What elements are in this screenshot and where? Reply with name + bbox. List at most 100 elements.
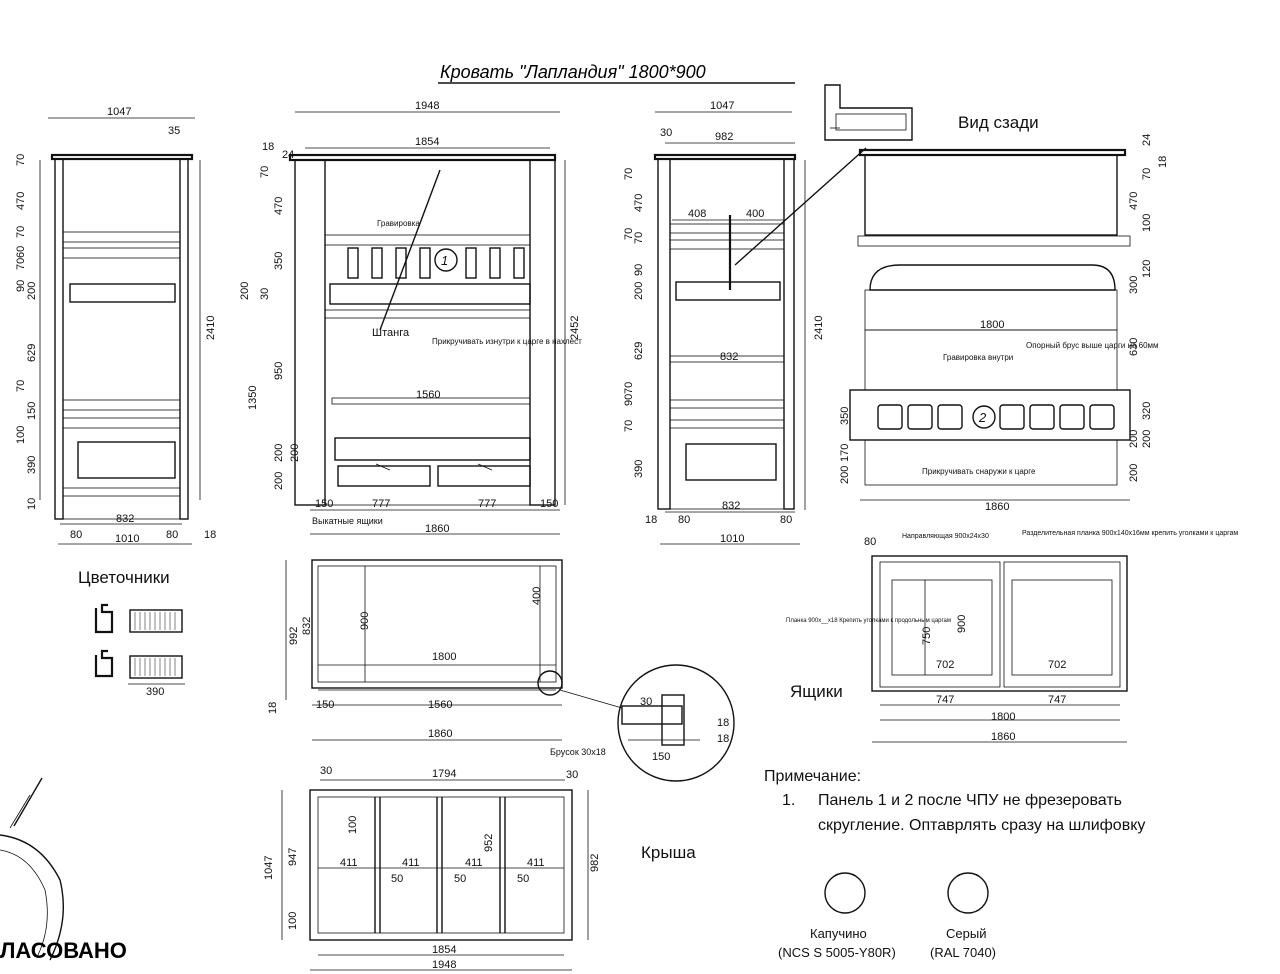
- dim-h100a: 100: [347, 816, 359, 834]
- panel-2-label: 2: [978, 410, 987, 425]
- dim-side: 200: [273, 472, 285, 490]
- view-side: 1047 30 982 408 400 832 70 470 70 70 90 …: [623, 100, 825, 545]
- panel-1-label: 1: [441, 253, 448, 268]
- notes: Примечание: 1. Панель 1 и 2 после ЧПУ не…: [764, 768, 1145, 834]
- dim-side: 90: [633, 264, 645, 276]
- dim-width-inner: 982: [715, 131, 733, 143]
- dim-side: 70: [623, 420, 635, 432]
- label-engraving: Гравировка: [377, 219, 420, 228]
- label-planters: Цветочники: [78, 568, 170, 587]
- dim-top-offset: 30: [660, 127, 672, 139]
- dim-w408: 408: [688, 208, 706, 220]
- label-bar: Брусок 30х18: [550, 747, 606, 757]
- dim-cell: 411: [402, 857, 420, 869]
- dim-w1948: 1948: [432, 959, 456, 971]
- dim-w30b: 30: [566, 769, 578, 781]
- label-fasten-outside: Прикручивать снаружи к царге: [922, 467, 1036, 476]
- dim-w400: 400: [746, 208, 764, 220]
- note-line-2: скругление. Оптаврлять сразу на шлифовку: [818, 817, 1145, 834]
- dim-mid: 1560: [416, 389, 440, 401]
- dim-width-inner: 1854: [415, 136, 439, 148]
- dim-h100b: 100: [287, 912, 299, 930]
- dim-left-off: 80: [70, 529, 82, 541]
- dim-side: 200: [839, 466, 851, 484]
- dim-bottom: 832: [116, 513, 134, 525]
- label-engraving-inside: Гравировка внутри: [943, 353, 1013, 362]
- approval-stamp: ЛАСОВАНО: [0, 777, 127, 963]
- dim-w1860: 1860: [991, 731, 1015, 743]
- dim-detail-18a: 18: [717, 717, 729, 729]
- label-support-beam: Опорный брус выше царги на 60мм: [1026, 341, 1159, 350]
- dim-w1854: 1854: [432, 944, 456, 956]
- dim-s150: 150: [316, 699, 334, 711]
- dim-side: 350: [273, 252, 285, 270]
- engraved-slats: [347, 247, 525, 279]
- swatch-name: Серый: [946, 926, 986, 941]
- dim-base: 1860: [425, 523, 449, 535]
- dim-s1: 150: [315, 498, 333, 510]
- dim-w1800: 1800: [991, 711, 1015, 723]
- dim-side: 200: [633, 282, 645, 300]
- dim-side: 70: [15, 226, 27, 238]
- dim-r80: 80: [780, 514, 792, 526]
- dim-h982: 982: [589, 854, 601, 872]
- dim-w1860: 1860: [428, 728, 452, 740]
- dim-w1794: 1794: [432, 768, 456, 780]
- view-plan: 1800 900 400 992 832 18 150 1560 1860: [267, 559, 623, 741]
- dim-bottom: 832: [722, 500, 740, 512]
- dim-side: 470: [273, 197, 285, 215]
- dim-side: 70: [15, 258, 27, 270]
- planters: Цветочники 390: [78, 568, 185, 698]
- dim-side: 470: [15, 192, 27, 210]
- engraved-slats-rear: [877, 404, 1115, 430]
- side-dims-left: 70 470 70 60 70 90 200 629 70 150 100 39…: [15, 154, 38, 510]
- dim-l80: 80: [678, 514, 690, 526]
- dim-width-top: 1047: [107, 106, 131, 118]
- dim-w80: 80: [864, 536, 876, 548]
- dim-side: 200: [273, 444, 285, 462]
- dim-side: 90: [623, 394, 635, 406]
- swatch-code: (NCS S 5005-Y80R): [778, 945, 896, 960]
- dim-side: 170: [839, 444, 851, 462]
- label-fasten-inside: Прикручивать изнутри к царге в нахлест: [432, 337, 582, 346]
- label-rear-view: Вид сзади: [958, 113, 1039, 132]
- dim-w832: 832: [720, 351, 738, 363]
- dim-height: 2410: [813, 316, 825, 340]
- dim-base: 1010: [720, 533, 744, 545]
- label-divider: Разделительная планка 900х140х16мм крепи…: [1022, 530, 1238, 537]
- dim-side: 18: [1157, 156, 1169, 168]
- dim-left-top: 18: [262, 141, 274, 153]
- swatch-grey: [947, 872, 989, 914]
- panel-1-marker: [434, 248, 458, 272]
- dim-cell: 411: [465, 857, 483, 869]
- dim-side: 70: [259, 166, 271, 178]
- dim-cell: 411: [527, 857, 545, 869]
- dim-side: 70: [623, 228, 635, 240]
- dim-side: 10: [26, 498, 38, 510]
- dim-h18: 18: [267, 702, 279, 714]
- rod-leader: [379, 169, 441, 331]
- dim-left-off: 18: [645, 514, 657, 526]
- detail-joint: 30 18 18 150 Брусок 30х18: [550, 664, 735, 782]
- dim-side: 60: [15, 246, 27, 258]
- view-rear: Вид сзади 2 1800 Гравировка внутри Опорн…: [839, 113, 1169, 513]
- dim-side: 70: [623, 168, 635, 180]
- dim-side: 90: [15, 280, 27, 292]
- dim-base: 1010: [115, 533, 139, 545]
- dim-w1560: 1560: [428, 699, 452, 711]
- dim-side: 150: [26, 402, 38, 420]
- view-front-left: 1047 35 2410 70 470 70 60 70 90 200 629 …: [15, 106, 217, 545]
- dim-side: 24: [1141, 134, 1153, 146]
- dim-detail-18b: 18: [717, 733, 729, 745]
- dim-base: 1860: [985, 501, 1009, 513]
- dim-h400: 400: [531, 587, 543, 605]
- label-roof: Крыша: [641, 843, 696, 862]
- dim-side: 70: [15, 380, 27, 392]
- dim-h992: 992: [288, 627, 300, 645]
- dim-h900: 900: [359, 612, 371, 630]
- note-header: Примечание:: [764, 768, 861, 785]
- note-number: 1.: [782, 792, 795, 809]
- dim-side: 470: [633, 194, 645, 212]
- dim-w747b: 747: [1048, 694, 1066, 706]
